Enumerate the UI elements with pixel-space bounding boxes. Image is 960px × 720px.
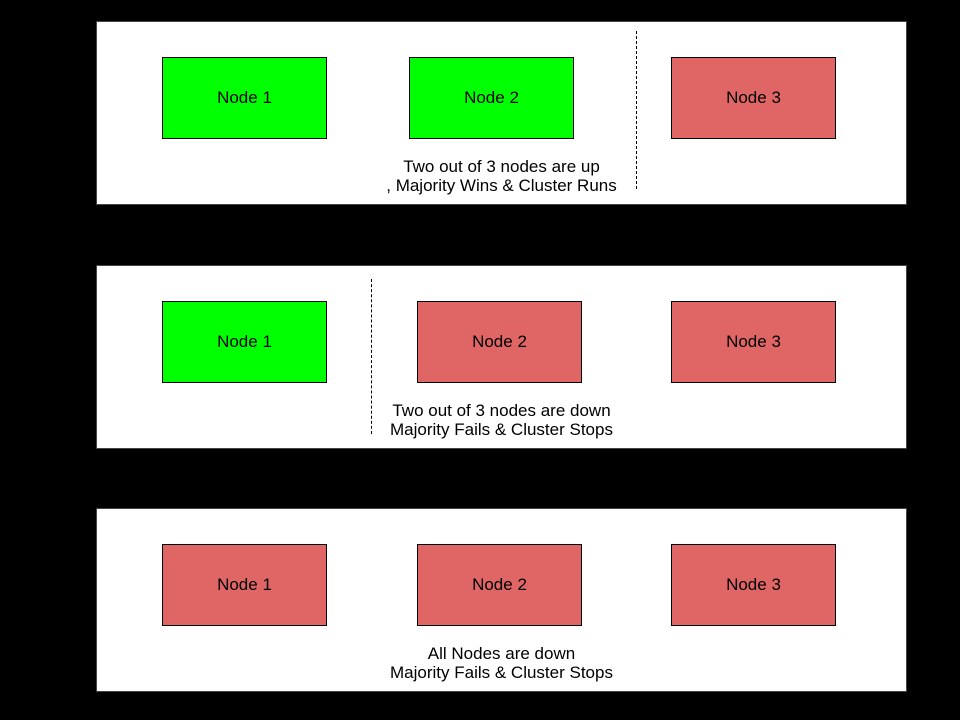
node-label: Node 1: [217, 575, 272, 594]
scenario-caption: Two out of 3 nodes are down Majority Fai…: [97, 401, 906, 439]
node-box-1: Node 1: [162, 301, 327, 383]
partition-divider: [371, 279, 372, 434]
scenario-panel-all-down: Node 1 Node 2 Node 3 All Nodes are down …: [96, 508, 907, 692]
node-box-2: Node 2: [417, 544, 582, 626]
node-label: Node 3: [726, 575, 781, 594]
node-box-3: Node 3: [671, 57, 836, 139]
caption-line-1: Two out of 3 nodes are up: [403, 157, 600, 176]
node-box-2: Node 2: [417, 301, 582, 383]
node-label: Node 2: [472, 575, 527, 594]
node-label: Node 2: [472, 332, 527, 351]
scenario-panel-majority-down: Node 1 Node 2 Node 3 Two out of 3 nodes …: [96, 265, 907, 449]
scenario-caption: All Nodes are down Majority Fails & Clus…: [97, 644, 906, 682]
node-label: Node 3: [726, 88, 781, 107]
node-box-1: Node 1: [162, 544, 327, 626]
node-label: Node 1: [217, 332, 272, 351]
node-box-3: Node 3: [671, 301, 836, 383]
node-box-3: Node 3: [671, 544, 836, 626]
caption-line-1: Two out of 3 nodes are down: [392, 401, 611, 420]
scenario-caption: Two out of 3 nodes are up , Majority Win…: [97, 157, 906, 195]
caption-line-1: All Nodes are down: [427, 644, 576, 663]
node-label: Node 3: [726, 332, 781, 351]
scenario-panel-majority-up: Node 1 Node 2 Node 3 Two out of 3 nodes …: [96, 21, 907, 205]
caption-line-2: Majority Fails & Cluster Stops: [390, 420, 613, 439]
caption-line-2: , Majority Wins & Cluster Runs: [386, 176, 617, 195]
node-label: Node 2: [464, 88, 519, 107]
node-box-2: Node 2: [409, 57, 574, 139]
node-label: Node 1: [217, 88, 272, 107]
partition-divider: [636, 31, 637, 189]
node-box-1: Node 1: [162, 57, 327, 139]
caption-line-2: Majority Fails & Cluster Stops: [390, 663, 613, 682]
